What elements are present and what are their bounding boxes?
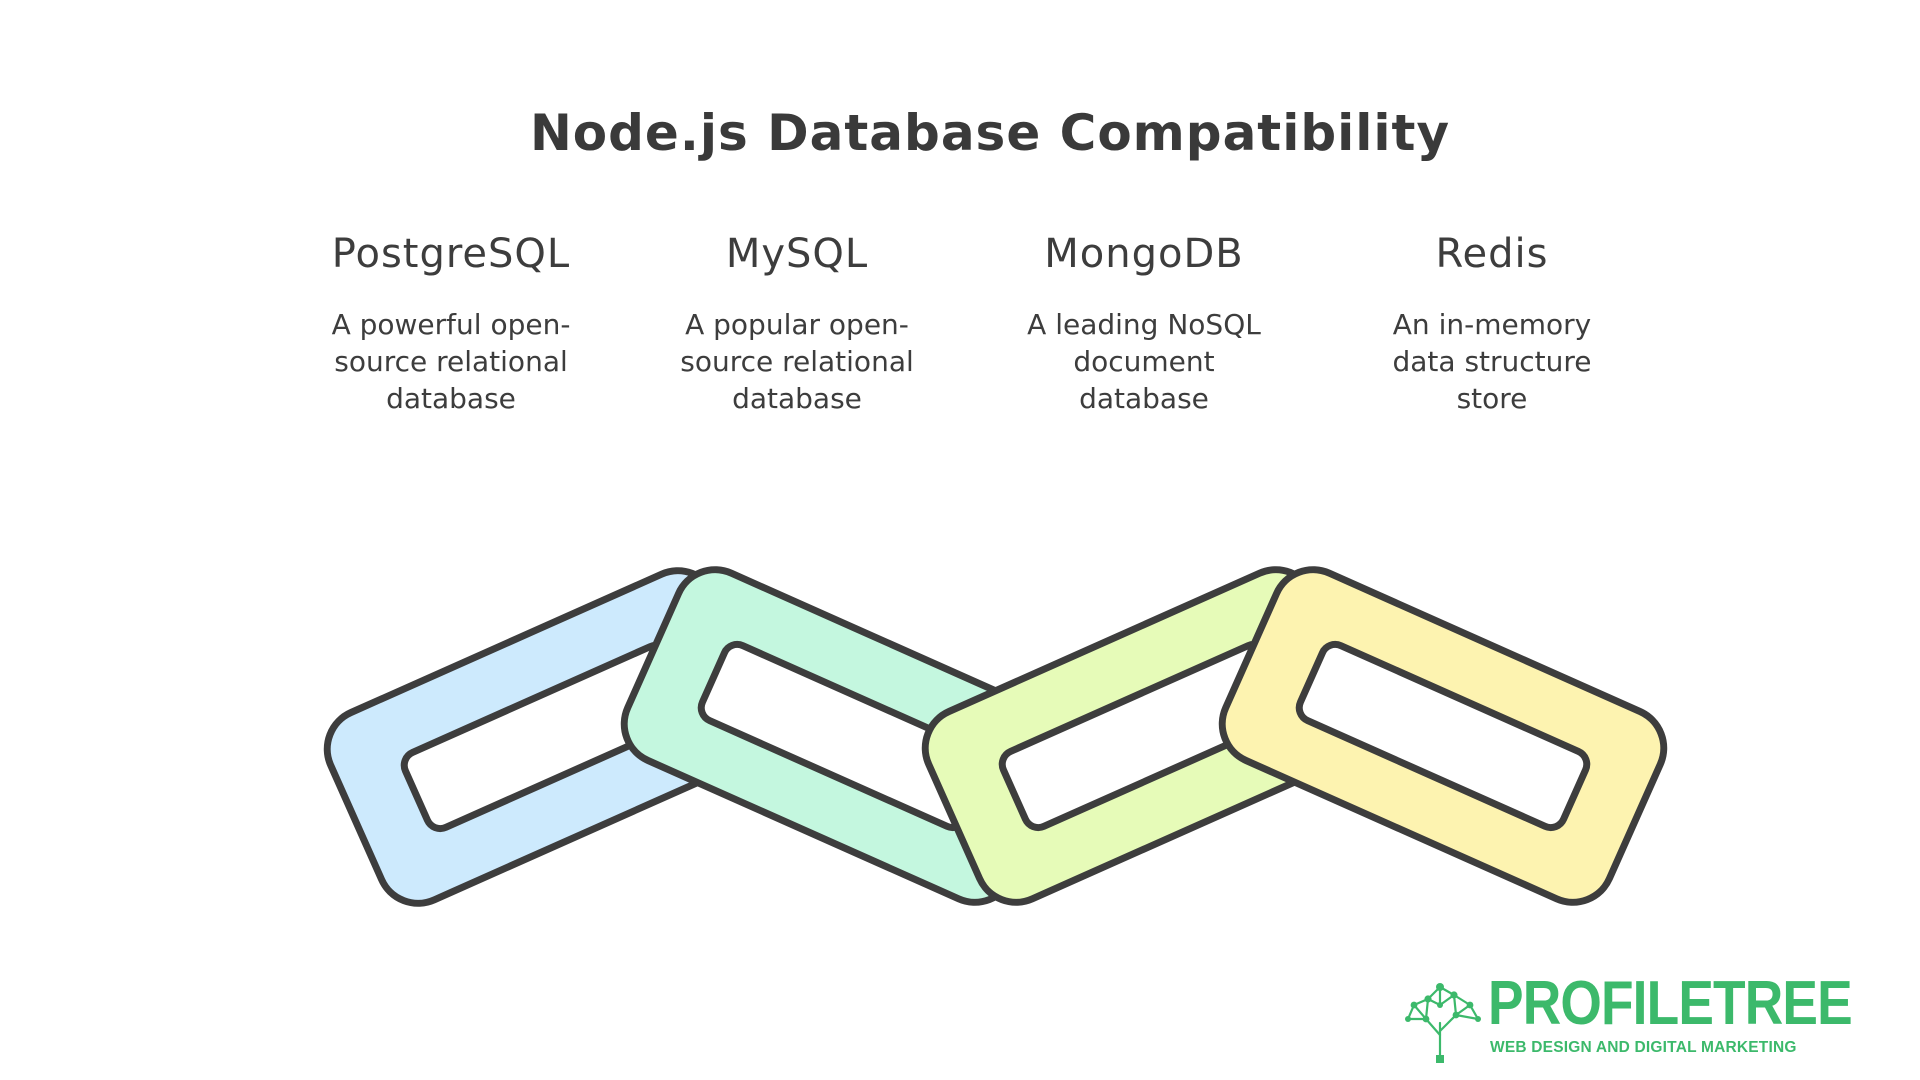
db-column-redis: Redis An in-memory data structure store xyxy=(1327,226,1657,417)
db-desc-postgresql: A powerful open-source relational databa… xyxy=(331,308,571,415)
page-title: Node.js Database Compatibility xyxy=(529,104,1451,162)
db-column-mysql: MySQL A popular open-source relational d… xyxy=(632,226,962,417)
db-name-redis: Redis xyxy=(1435,231,1549,277)
profiletree-logo: PROFILETREE WEB DESIGN AND DIGITAL MARKE… xyxy=(1400,969,1853,1065)
chain-link-inner-outline xyxy=(1295,640,1591,832)
db-column-postgresql: PostgreSQL A powerful open-source relati… xyxy=(286,226,616,417)
logo-wordmark: PROFILETREE xyxy=(1488,969,1853,1038)
logo-tagline: WEB DESIGN AND DIGITAL MARKETING xyxy=(1490,1039,1797,1056)
db-column-mongodb: MongoDB A leading NoSQL document databas… xyxy=(979,226,1309,417)
chain-link-fill xyxy=(1222,569,1664,903)
db-desc-mysql: A popular open-source relational databas… xyxy=(680,308,914,415)
db-name-postgresql: PostgreSQL xyxy=(331,231,571,277)
tree-network-icon xyxy=(1405,983,1481,1063)
db-name-mongodb: MongoDB xyxy=(1044,231,1244,277)
db-desc-redis: An in-memory data structure store xyxy=(1392,308,1592,415)
db-name-mysql: MySQL xyxy=(725,231,869,277)
db-desc-mongodb: A leading NoSQL document database xyxy=(1027,308,1261,415)
chain-link-redis xyxy=(1218,566,1668,906)
chain-link-outer-outline xyxy=(1218,566,1668,906)
